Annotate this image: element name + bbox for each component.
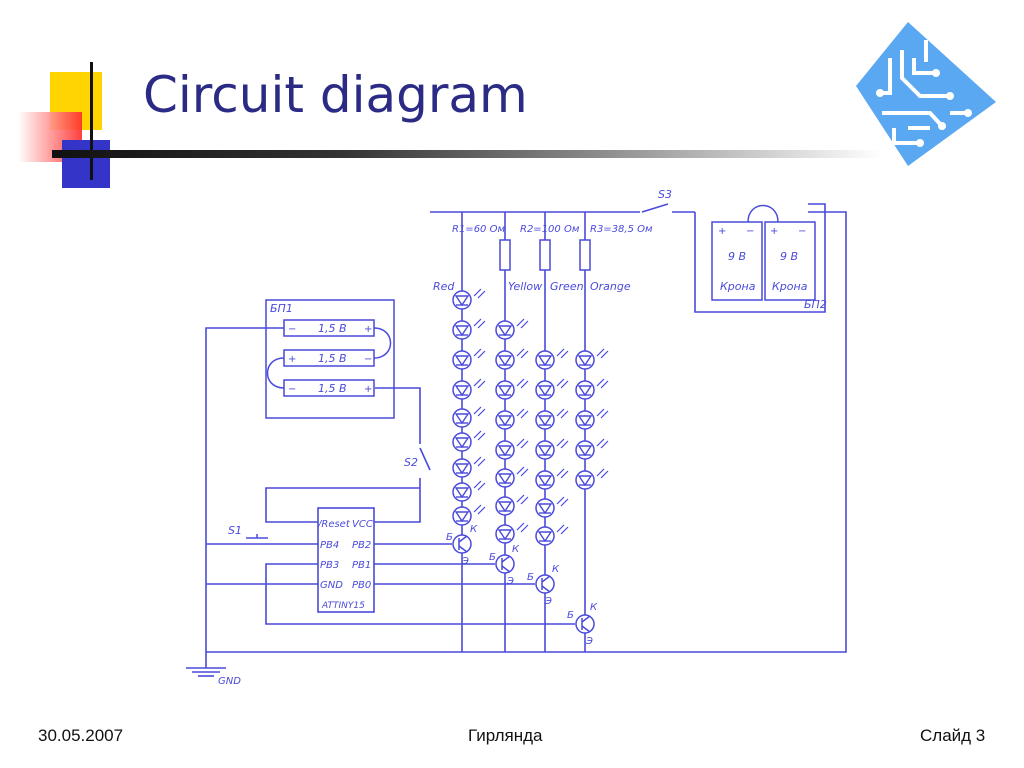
led-column-orange — [575, 348, 609, 490]
circuit-board-icon — [856, 22, 996, 166]
switch-s2-label: S2 — [404, 456, 418, 469]
krona-2-name: Крона — [772, 280, 808, 293]
transistor-4-base: Б — [567, 610, 574, 621]
krona-2-plus: + — [770, 226, 778, 237]
mcu-pin-pb4: PB4 — [320, 540, 339, 551]
wires — [186, 203, 847, 677]
led-color-red: Red — [433, 280, 455, 293]
resistor-r3-label: R3=38,5 Ом — [590, 224, 653, 235]
transistor-1-collector: К — [470, 524, 478, 535]
transistor-2-emitter: Э — [506, 576, 514, 587]
transistor-2 — [495, 554, 515, 574]
microcontroller — [317, 507, 375, 613]
battery-1-plus: + — [364, 324, 372, 335]
krona-2-minus: − — [798, 226, 806, 237]
transistor-4-collector: К — [590, 602, 598, 613]
led-column-red — [452, 288, 486, 526]
battery-3-plus: + — [364, 384, 372, 395]
led-color-orange: Orange — [590, 280, 631, 293]
deco-vertical-line — [90, 62, 93, 180]
krona-1-voltage: 9 В — [728, 250, 746, 263]
transistor-4 — [575, 614, 595, 634]
battery-pack-2 — [711, 204, 816, 301]
battery-3-minus: − — [288, 384, 296, 395]
bp1-label: БП1 — [270, 302, 293, 315]
transistor-4-emitter: Э — [585, 636, 593, 647]
mcu-pin-reset: /Reset — [317, 519, 351, 530]
switch-s1 — [246, 534, 268, 545]
mcu-pin-vcc: VCC — [352, 519, 373, 530]
led-color-yellow: Yellow — [508, 280, 542, 293]
krona-1-minus: − — [746, 226, 754, 237]
slide-number: Слайд 3 — [920, 726, 986, 745]
battery-2-label: 1,5 В — [318, 352, 347, 365]
transistor-1 — [452, 534, 472, 554]
switch-s1-label: S1 — [228, 524, 242, 537]
title-underline — [52, 150, 882, 158]
slide-topic: Гирлянда — [468, 726, 543, 745]
battery-2-minus: − — [364, 354, 372, 365]
resistors — [499, 239, 591, 271]
krona-2-voltage: 9 В — [780, 250, 798, 263]
bp2-label: БП2 — [804, 298, 827, 311]
transistor-2-collector: К — [512, 544, 520, 555]
battery-1-label: 1,5 В — [318, 322, 347, 335]
resistor-r2-label: R2=100 Ом — [520, 224, 580, 235]
mcu-pin-pb3: PB3 — [320, 560, 339, 571]
battery-2-plus: + — [288, 354, 296, 365]
led-column-green — [535, 348, 569, 546]
switch-s3-label: S3 — [658, 188, 672, 201]
battery-1-minus: − — [288, 324, 296, 335]
mcu-name: ATTINY15 — [321, 601, 365, 611]
transistor-3-emitter: Э — [544, 596, 552, 607]
deco-blue-square — [62, 140, 110, 188]
battery-3-label: 1,5 В — [318, 382, 347, 395]
led-column-yellow — [495, 318, 529, 544]
transistor-1-base: Б — [446, 532, 453, 543]
gnd-label: GND — [218, 676, 241, 687]
transistor-3-collector: К — [552, 564, 560, 575]
mcu-pin-pb2: PB2 — [352, 540, 371, 551]
resistor-r1-label: R1=60 Ом — [452, 224, 505, 235]
transistor-3 — [535, 574, 555, 594]
slide-date: 30.05.2007 — [38, 726, 124, 745]
slide-title: Circuit diagram — [143, 66, 528, 124]
mcu-pin-pb0: PB0 — [352, 580, 371, 591]
mcu-pin-gnd: GND — [320, 580, 343, 591]
mcu-pin-pb1: PB1 — [352, 560, 371, 571]
krona-1-plus: + — [718, 226, 726, 237]
led-color-green: Green — [550, 280, 584, 293]
battery-pack-1 — [265, 299, 395, 419]
krona-1-name: Крона — [720, 280, 756, 293]
transistor-1-emitter: Э — [461, 556, 469, 567]
transistor-3-base: Б — [527, 572, 534, 583]
transistor-2-base: Б — [489, 552, 496, 563]
